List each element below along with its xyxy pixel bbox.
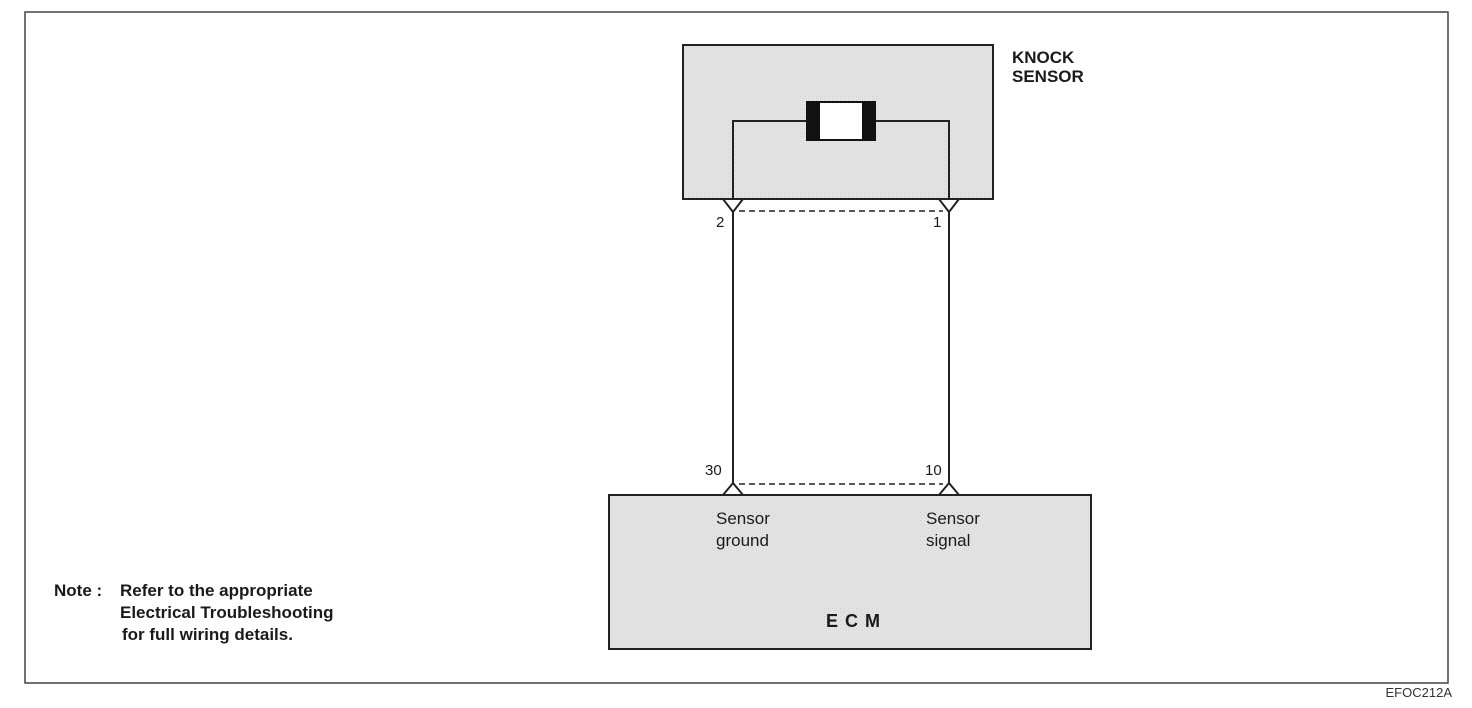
note-line3: for full wiring details. [122,625,293,644]
note-block: Note : Refer to the appropriate Electrica… [54,580,333,646]
sensor-ground-label-line1: Sensor [716,509,770,528]
ecm-label: ECM [826,611,887,631]
figure-code: EFOC212A [1385,685,1452,700]
sensor-pin-1-label: 1 [933,214,942,231]
sensor-pin-1-terminal [938,198,960,214]
outer-frame [24,11,1449,684]
sensor-ground-label-line2: ground [716,531,769,550]
knock-sensor-title-line1: KNOCK [1012,48,1075,67]
ecm-pin-30-label: 30 [705,462,722,479]
ecm-pin-30-terminal [722,481,744,496]
note-line2: Electrical Troubleshooting [120,603,334,622]
sensor-signal-label: Sensor signal [926,508,980,552]
sensor-signal-label-line2: signal [926,531,971,550]
sensor-signal-label-line1: Sensor [926,509,980,528]
note-prefix: Note : [54,581,103,600]
knock-sensor-title: KNOCK SENSOR [1012,48,1084,86]
sensor-ground-label: Sensor ground [716,508,770,552]
ecm-pin-10-label: 10 [925,462,942,479]
ecm-pin-10-terminal [938,481,960,496]
ecm-box [608,494,1092,650]
knock-sensor-title-line2: SENSOR [1012,67,1084,86]
sensor-pin-2-terminal [722,198,744,214]
note-line1: Refer to the appropriate [120,581,313,600]
sensor-internal-circuit [732,120,950,199]
sensor-pin-2-label: 2 [716,214,725,231]
